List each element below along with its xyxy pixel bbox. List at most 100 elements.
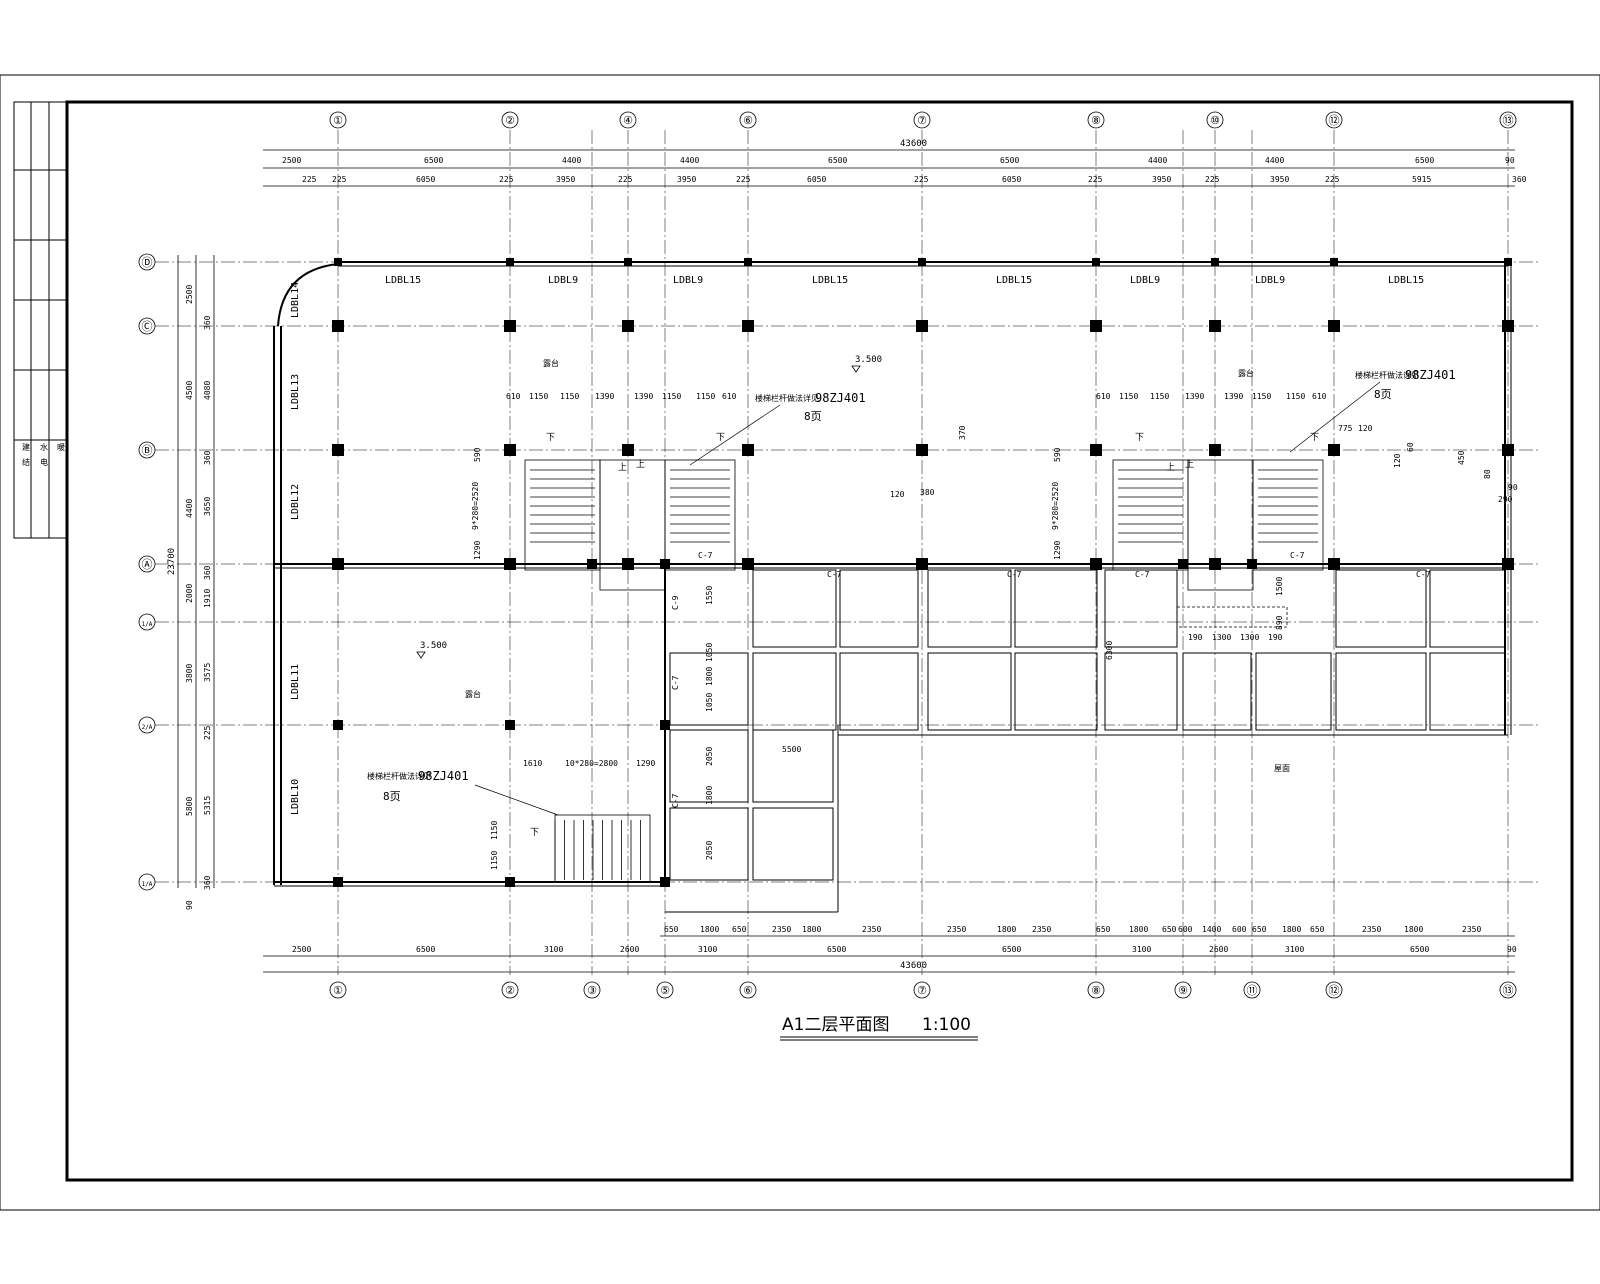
misc-dim-17: 120 (890, 490, 905, 499)
column (918, 258, 926, 266)
window-4: C-7 (1135, 570, 1150, 579)
dim-bot2-8: 2600 (1209, 945, 1228, 954)
stair-up-1: 上 (1185, 459, 1194, 470)
stair-down-3: 下 (1310, 433, 1319, 443)
column (1209, 444, 1221, 456)
dim-bot2-4: 3100 (698, 945, 717, 954)
dim-top1-0: 2500 (282, 156, 301, 165)
column (1247, 559, 1257, 569)
beam-label-7: LDBL15 (1388, 275, 1424, 286)
column (916, 558, 928, 570)
stair-down-1: 下 (716, 433, 725, 443)
column (742, 444, 754, 456)
column (1090, 444, 1102, 456)
column (332, 320, 344, 332)
dim-bot1-17: 650 (1310, 925, 1325, 934)
axis-bottom-7: ⑨ (1178, 984, 1188, 997)
axis-left-6: 1/A (142, 881, 153, 888)
axis-left-1: Ⓒ (142, 320, 153, 333)
balcony-cells (669, 569, 1506, 881)
room-labels: 露台 露台 露台 屋面 (465, 358, 1290, 773)
stair-note-ref-1: 楼梯栏杆做法详见 (755, 393, 819, 403)
dim-top2-1: 225 (332, 175, 347, 184)
stair-note-ref-3: 楼梯栏杆做法详见 (367, 771, 431, 781)
window-8: C-7 (671, 793, 680, 808)
dim-left-inner-4: 360 (203, 565, 212, 580)
column (506, 258, 514, 266)
title-block: 建 结 水 电 暖 (13, 101, 68, 539)
misc-dim-4: 2050 (705, 747, 714, 766)
dim-top1-9: 90 (1505, 156, 1515, 165)
misc-dim-1: 1050 (705, 643, 714, 662)
misc-dim-23: 120 (1393, 453, 1402, 468)
columns (332, 258, 1514, 887)
dim-left-inner-8: 5315 (203, 796, 212, 815)
column (622, 320, 634, 332)
misc-dimensions: 1550105018001050205018002050115011505500… (490, 424, 1518, 870)
dim-bot2-0: 2500 (292, 945, 311, 954)
dim-top1-3: 4400 (680, 156, 699, 165)
dim-bot1-4: 1800 (802, 925, 821, 934)
stair-dim-a-0: 610 (506, 392, 521, 401)
window-7: C-7 (671, 675, 680, 690)
column (1504, 258, 1512, 266)
stair-dim-a2-2: 1150 (1150, 392, 1169, 401)
misc-dim-22: 370 (958, 425, 967, 440)
column (660, 877, 670, 887)
dim-top2-16: 5915 (1412, 175, 1431, 184)
beam-side-4: LDBL10 (290, 779, 301, 815)
stair-dim-b2-2: 1290 (1053, 541, 1062, 560)
stair-note-page-2: 8页 (1374, 388, 1392, 401)
stair-note-page-1: 8页 (804, 410, 822, 423)
dim-top2-5: 225 (618, 175, 633, 184)
stair-down-4: 下 (530, 828, 539, 838)
dim-bot2-9: 3100 (1285, 945, 1304, 954)
stair-dim-a-4: 1390 (634, 392, 653, 401)
window-3: C-9 (671, 595, 680, 610)
dim-left-outer-0: 2500 (185, 285, 194, 304)
dim-top1-7: 4400 (1265, 156, 1284, 165)
column (1328, 320, 1340, 332)
tb-cell-3: 水 (40, 442, 48, 452)
axis-left-0: Ⓓ (142, 256, 153, 269)
axis-top-1: ② (505, 114, 515, 127)
axis-top-4: ⑦ (917, 114, 927, 127)
dim-bot2-3: 2600 (620, 945, 639, 954)
tb-cell-2: 结 (22, 457, 30, 467)
beam-label-6: LDBL9 (1255, 275, 1285, 286)
column (742, 558, 754, 570)
dim-top2-3: 225 (499, 175, 514, 184)
dim-bot2-10: 6500 (1410, 945, 1429, 954)
column (1502, 558, 1514, 570)
dim-top1-2: 4400 (562, 156, 581, 165)
axis-bottom-1: ② (505, 984, 515, 997)
room-label-2: 露台 (1238, 368, 1254, 378)
dim-bot1-5: 2350 (862, 925, 881, 934)
dim-bot1-14: 600 (1232, 925, 1247, 934)
elevation-1: 3.500 (855, 355, 882, 365)
dim-top2-4: 3950 (556, 175, 575, 184)
misc-dim-10: 6300 (1105, 641, 1114, 660)
misc-dim-11: 1500 (1275, 577, 1284, 596)
stair-dim-b-2: 1290 (473, 541, 482, 560)
stair-up-3: 上 (1166, 462, 1175, 473)
dim-bot2-5: 6500 (827, 945, 846, 954)
dim-bot1-15: 650 (1252, 925, 1267, 934)
column (1209, 320, 1221, 332)
axis-bottom-0: ① (333, 984, 343, 997)
column (505, 720, 515, 730)
misc-dim-13: 190 (1188, 633, 1203, 642)
elevation-2: 3.500 (420, 641, 447, 651)
dim-bot1-6: 2350 (947, 925, 966, 934)
dim-left-inner-5: 1910 (203, 589, 212, 608)
dim-top2-9: 225 (914, 175, 929, 184)
dim-left-inner-9: 360 (203, 875, 212, 890)
stair-dim-a2-7: 610 (1312, 392, 1327, 401)
stair-dim-a2-3: 1390 (1185, 392, 1204, 401)
dim-bot1-19: 1800 (1404, 925, 1423, 934)
column (1178, 559, 1188, 569)
axis-left-5: 2/A (142, 724, 153, 731)
